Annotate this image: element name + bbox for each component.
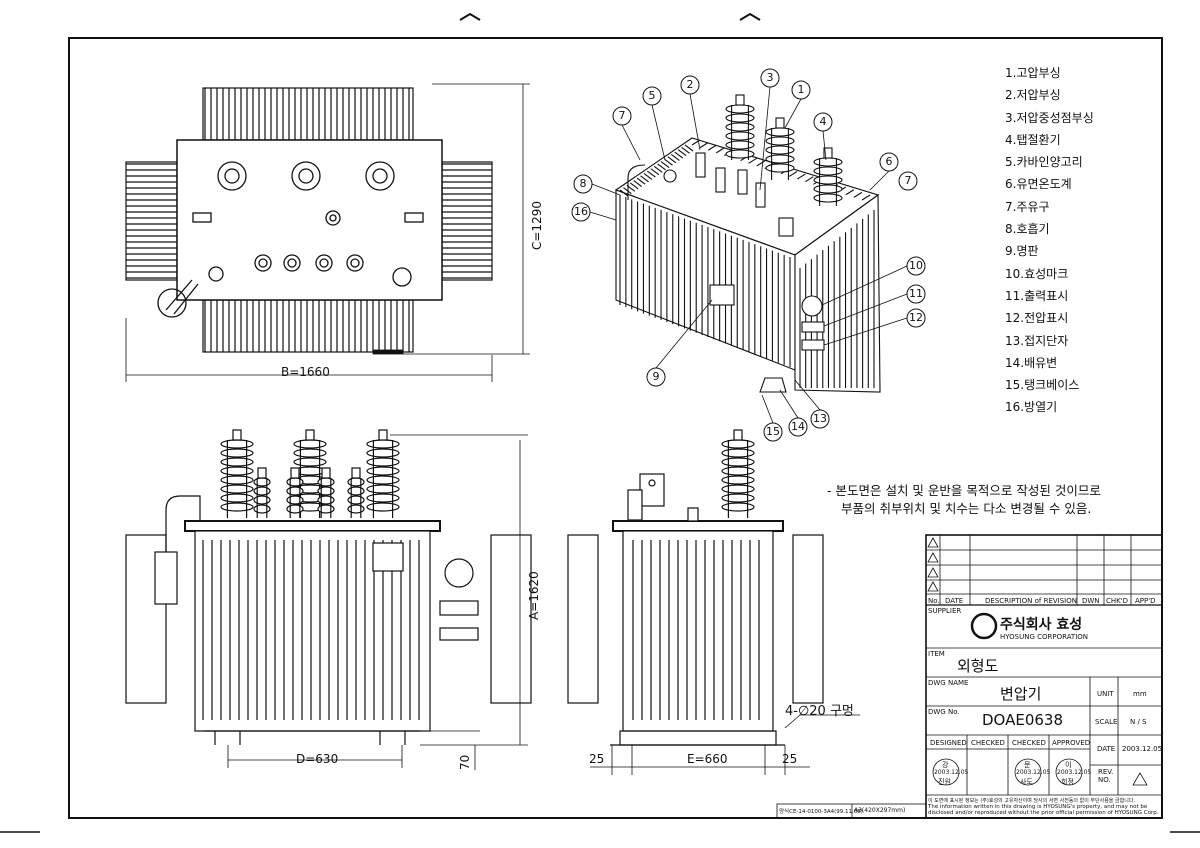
scale-label: SCALE: [1095, 718, 1118, 726]
rev-desc-header: DESCRIPTION of REVISION: [985, 597, 1077, 605]
stamp-approved-date: 2003.12.05: [1057, 769, 1092, 776]
dim-hole: 4-∅20 구멍: [785, 704, 854, 719]
stamp-approved-person: 희정: [1061, 778, 1074, 786]
part-item: 14.배유변: [1005, 355, 1058, 370]
stamp-approved-name: 이: [1065, 761, 1072, 769]
footer-en-2: disclosed and/or reproduced without the …: [928, 810, 1159, 816]
approved-label: APPROVED: [1052, 739, 1091, 747]
callout-label: 10: [909, 259, 923, 272]
front-view: [125, 429, 532, 745]
part-item: 8.호흡기: [1005, 222, 1050, 237]
part-item: 4.탭절환기: [1005, 132, 1061, 147]
scale-value: N / S: [1130, 718, 1147, 726]
item-label: ITEM: [928, 650, 945, 658]
part-item: 16.방열기: [1005, 400, 1058, 415]
dwg-name-label: DWG NAME: [928, 679, 969, 687]
stamp-checked-date: 2003.12.05: [1016, 769, 1051, 776]
callout-label: 16: [574, 205, 588, 218]
part-item: 3.저압중성점부싱: [1005, 110, 1094, 125]
dim-e: E=660: [687, 752, 728, 766]
supplier-label: SUPPLIER: [928, 607, 962, 615]
company-logo-text: 주식회사 효성: [1000, 617, 1083, 633]
checked-label-2: CHECKED: [1012, 739, 1046, 747]
unit-label: UNIT: [1097, 690, 1114, 698]
callout-label: 6: [885, 155, 893, 168]
dwg-no-value: DOAE0638: [982, 711, 1064, 729]
callout-label: 14: [791, 420, 805, 433]
callout-label: 7: [904, 174, 912, 187]
dim-70: 70: [458, 754, 472, 770]
dim-25-right: 25: [782, 752, 798, 766]
isometric-view: [614, 94, 881, 393]
note: - 본도면은 설치 및 운반을 목적으로 작성된 것이므로 부품의 취부위치 및…: [827, 482, 1101, 518]
dim-25-left: 25: [589, 752, 605, 766]
parts-list: 1.고압부싱 2.저압부싱 3.저압중성점부싱 4.탭절환기 5.카바인양고리 6.유면온…: [1005, 62, 1094, 419]
rev-no-label: REV. NO.: [1098, 768, 1114, 784]
dim-a: A=1620: [527, 571, 541, 620]
callout-label: 1: [797, 83, 805, 96]
part-item: 5.카바인양고리: [1005, 155, 1083, 170]
part-item: 13.접지단자: [1005, 333, 1069, 348]
checked-label-1: CHECKED: [971, 739, 1005, 747]
stamp-checked-name: 문: [1024, 761, 1031, 769]
callout-circle: [898, 171, 918, 191]
unit-value: mm: [1133, 690, 1147, 698]
top-view: [125, 83, 530, 382]
part-item: 9.명판: [1005, 244, 1039, 259]
stamp-checked-person: 사도: [1020, 778, 1033, 786]
callout-label: 2: [686, 78, 694, 91]
date-value: 2003.12.05: [1122, 745, 1163, 753]
stamp-designed-date: 2003.12.05: [934, 769, 969, 776]
rev-appd-header: APP'D: [1135, 597, 1156, 605]
part-item: 10.효성마크: [1005, 266, 1069, 281]
dim-c: C=1290: [530, 201, 544, 250]
callout-label: 9: [652, 370, 660, 383]
side-view: [567, 429, 824, 746]
callout-label: 15: [766, 425, 780, 438]
dim-d: D=630: [296, 752, 339, 766]
callout-label: 8: [579, 177, 587, 190]
dim-b: B=1660: [281, 365, 330, 379]
title-block: [776, 534, 1163, 819]
dwg-name-value: 변압기: [1000, 685, 1042, 703]
part-item: 7.주유구: [1005, 199, 1050, 214]
footer-en-1: The information written in this drawing …: [928, 804, 1148, 810]
part-item: 12.전압표시: [1005, 311, 1069, 326]
part-item: 1.고압부싱: [1005, 66, 1061, 80]
stamp-designed-name: 강: [942, 761, 949, 769]
callout-label: 12: [909, 311, 923, 324]
date-label: DATE: [1097, 745, 1116, 753]
rev-no-header: No.: [928, 597, 940, 605]
paper-size: A3(420X297mm): [854, 807, 906, 814]
callout-label: 13: [813, 412, 827, 425]
callout-label: 4: [819, 115, 827, 128]
callout-label: 7: [618, 109, 626, 122]
form-number: 양식CE-14-0100-3A4(99.11.08): [779, 809, 863, 815]
stamp-designed-person: 진원: [938, 778, 951, 786]
callout-label: 11: [909, 287, 923, 300]
callout-label: 3: [766, 71, 774, 84]
footer-ko: 이 도면에 표시된 정보는 (주)효성의 고유자산이며 당사의 서면 사전동의 …: [928, 798, 1135, 804]
rev-chkd-header: CHK'D: [1106, 597, 1129, 605]
company-en: HYOSUNG CORPORATION: [1000, 633, 1089, 641]
dwg-no-label: DWG No.: [928, 708, 960, 716]
part-item: 6.유면온도계: [1005, 177, 1072, 192]
note-line-2: 부품의 취부위치 및 치수는 다소 변경될 수 있음.: [841, 501, 1092, 516]
sheet-border: [68, 37, 1163, 819]
callout-label: 5: [648, 89, 656, 102]
note-line-1: - 본도면은 설치 및 운반을 목적으로 작성된 것이므로: [827, 483, 1101, 498]
part-item: 2.저압부싱: [1005, 88, 1061, 103]
revision-triangles: [927, 537, 939, 592]
designed-label: DESIGNED: [930, 739, 967, 747]
item-value: 외형도: [957, 657, 999, 675]
rev-dwn-header: DWN: [1082, 597, 1100, 605]
part-item: 11.출력표시: [1005, 288, 1069, 303]
part-item: 15.탱크베이스: [1005, 378, 1080, 393]
rev-date-header: DATE: [945, 597, 964, 605]
